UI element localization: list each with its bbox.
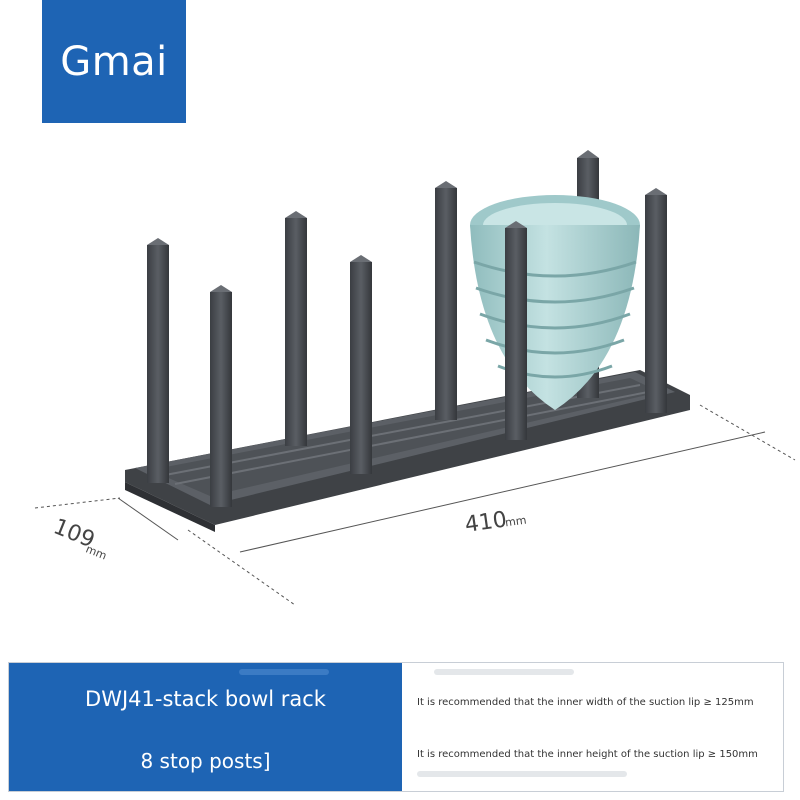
product-photo: 109 mm 410 mm — [34, 150, 796, 606]
rack-posts-front — [210, 188, 667, 507]
brand-logo: Gmai — [42, 0, 186, 123]
faint-text-strip — [434, 669, 574, 675]
product-model: DWJ41-stack bowl rack — [85, 687, 326, 711]
depth-dimension-label: 109 mm — [50, 514, 109, 563]
faint-text-strip — [239, 669, 329, 675]
product-info-panel: DWJ41-stack bowl rack 8 stop posts] It i… — [8, 662, 784, 792]
width-value: 410 — [463, 507, 508, 538]
width-unit: mm — [504, 514, 527, 530]
product-title-block: DWJ41-stack bowl rack 8 stop posts] — [9, 663, 402, 791]
depth-unit: mm — [84, 543, 109, 563]
faint-text-strip — [417, 771, 627, 777]
spec-inner-width: It is recommended that the inner width o… — [417, 697, 754, 708]
rack-base — [125, 370, 690, 532]
brand-name: Gmai — [60, 38, 168, 85]
dimension-lines — [34, 404, 796, 606]
product-post-count: 8 stop posts] — [140, 749, 271, 773]
width-dimension-label: 410 mm — [463, 507, 527, 538]
spec-inner-height: It is recommended that the inner height … — [417, 749, 758, 760]
